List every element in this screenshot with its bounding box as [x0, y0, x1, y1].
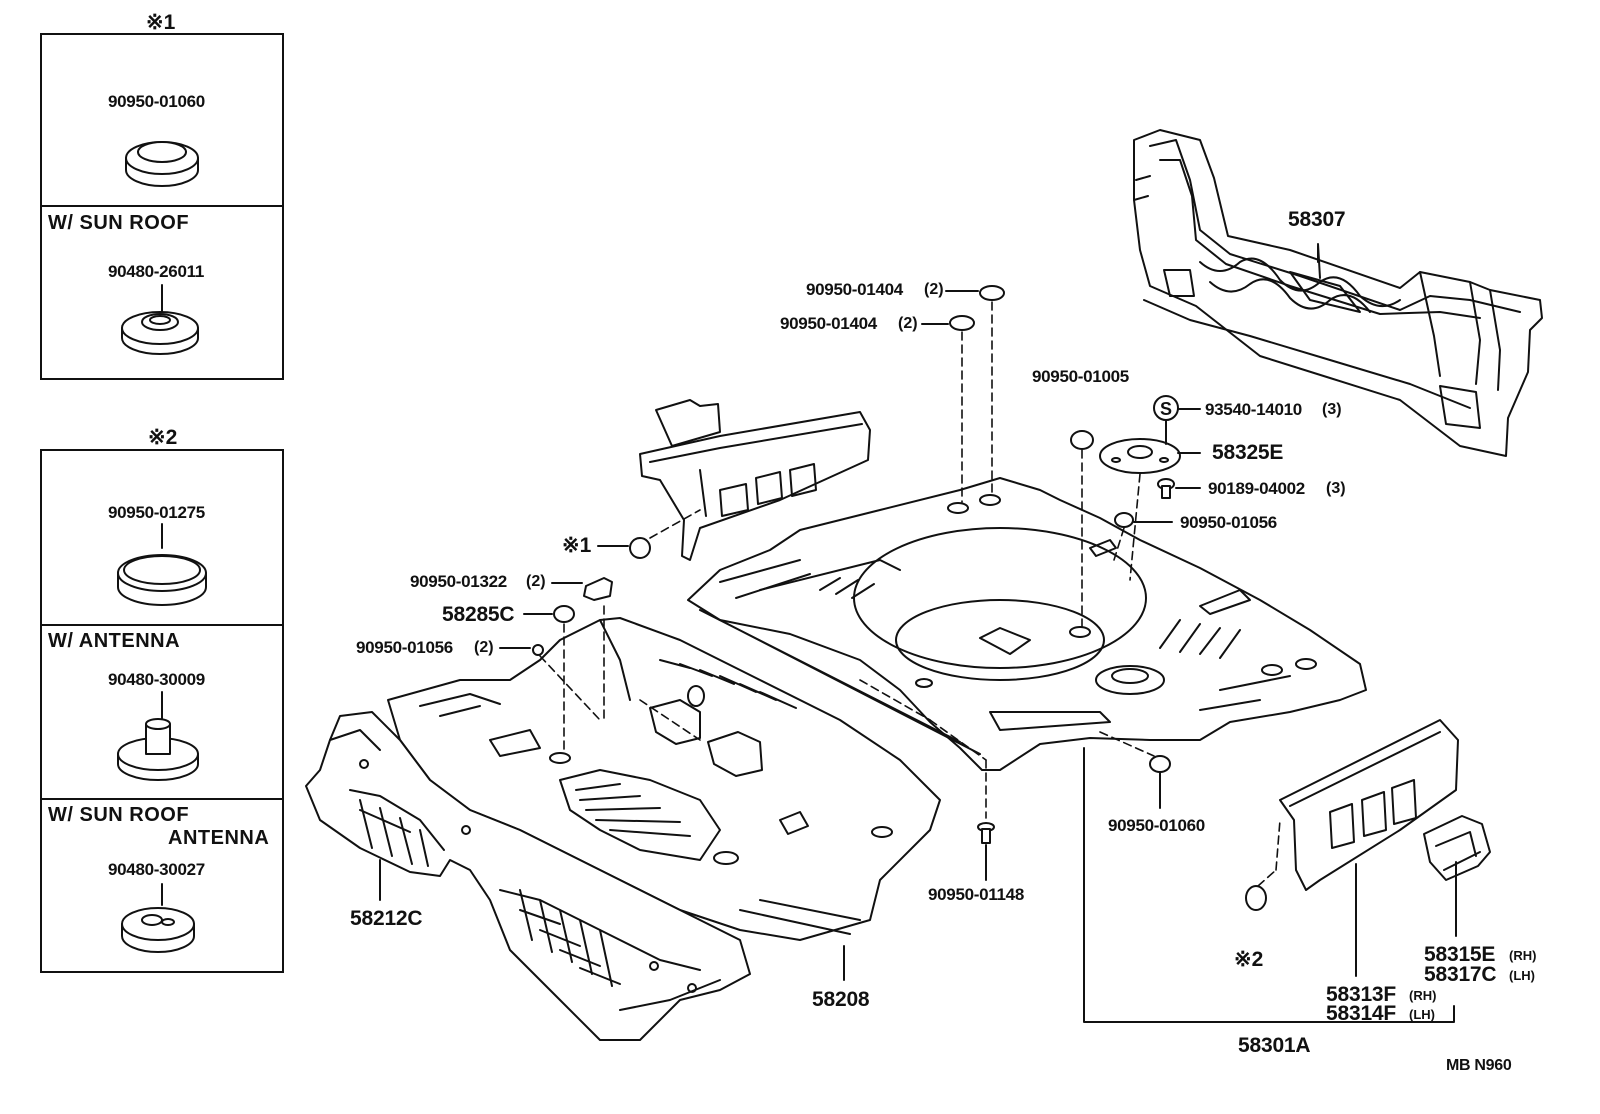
rear-floor-pan-58301A: [687, 477, 1367, 771]
grommet-box-1: 90950-01060 W/ SUN ROOF 90480-26011: [40, 33, 284, 380]
label-90950-01404-a-qty: (2): [924, 281, 944, 298]
label-58313F: 58313F: [1326, 983, 1397, 1006]
grommet-90950-01404-a-icon: [979, 285, 1005, 301]
label-93540-14010-qty: (3): [1322, 401, 1342, 418]
label-58313F-side: (RH): [1409, 988, 1437, 1003]
grommet-90480-30009-icon: [117, 691, 199, 781]
label-mark1: ※1: [562, 534, 592, 557]
label-90950-01060: 90950-01060: [1108, 816, 1205, 835]
label-90950-01322: 90950-01322: [410, 572, 507, 591]
label-58317C-side: (LH): [1509, 968, 1535, 983]
label-58314F-side: (LH): [1409, 1007, 1435, 1022]
box2-divider-2: [42, 798, 282, 800]
box2-section-sunroof: W/ SUN ROOF: [48, 804, 190, 826]
label-58208: 58208: [812, 988, 870, 1011]
rear-floor-side-member-58212C: [305, 711, 751, 1041]
box2-part-b: 90480-30009: [108, 670, 205, 689]
gusset-58315E: [1423, 815, 1491, 881]
label-90950-01404-b-qty: (2): [898, 315, 918, 332]
label-mark2: ※2: [1234, 948, 1264, 971]
plug-90950-01005-icon: [1070, 430, 1094, 450]
plug-58285C-icon: [553, 605, 575, 623]
label-90950-01056-a: 90950-01056: [1180, 513, 1277, 532]
label-90950-01404-a: 90950-01404: [806, 280, 903, 299]
label-93540-14010: 93540-14010: [1205, 400, 1302, 419]
box1-mark: ※1: [146, 11, 176, 34]
footer-code: MB N960: [1446, 1057, 1512, 1074]
label-58315E-side: (RH): [1509, 948, 1537, 963]
grommet-90950-01322-icon: [583, 577, 613, 601]
label-90950-01148: 90950-01148: [928, 885, 1024, 904]
plug-90950-01060-icon: [1149, 755, 1171, 773]
center-floor-pan-58208: [387, 617, 941, 941]
label-90950-01322-qty: (2): [526, 573, 546, 590]
label-90950-01056-b-qty: (2): [474, 639, 494, 656]
box2-section-sunroof-antenna: ANTENNA: [168, 827, 270, 849]
s-symbol-glyph: S: [1160, 399, 1172, 419]
label-58307: 58307: [1288, 208, 1346, 231]
label-58314F: 58314F: [1326, 1002, 1397, 1025]
label-58285C: 58285C: [442, 603, 515, 626]
box2-part-a: 90950-01275: [108, 503, 205, 522]
grommet-90950-01056-a-icon: [1114, 512, 1134, 528]
box2-divider-1: [42, 624, 282, 626]
grommet-90950-01404-b-icon: [949, 315, 975, 331]
grommet-90950-01275-icon: [117, 523, 207, 606]
label-90950-01404-b: 90950-01404: [780, 314, 877, 333]
label-58315E: 58315E: [1424, 943, 1496, 966]
grommet-90480-26011-icon: [121, 284, 199, 355]
box1-divider: [42, 205, 282, 207]
box2-mark: ※2: [148, 426, 178, 449]
grommet-90950-01060-icon: [125, 141, 199, 187]
lower-back-panel-58307: [1133, 129, 1543, 457]
label-58212C: 58212C: [350, 907, 423, 930]
label-58317C: 58317C: [1424, 963, 1497, 986]
label-90950-01005: 90950-01005: [1032, 367, 1129, 386]
box1-part-b: 90480-26011: [108, 262, 204, 281]
grommet-90480-30027-icon: [121, 883, 195, 953]
label-58301A: 58301A: [1238, 1034, 1311, 1057]
box1-section-sunroof: W/ SUN ROOF: [48, 212, 190, 234]
box2-section-antenna: W/ ANTENNA: [48, 630, 181, 652]
label-90950-01056-b: 90950-01056: [356, 638, 453, 657]
spring-seat-58325E-icon: [1099, 438, 1181, 474]
rear-panel-58313F: [1279, 719, 1459, 891]
label-58325E: 58325E: [1212, 441, 1284, 464]
label-90189-04002-qty: (3): [1326, 480, 1346, 497]
grommet-90950-01056-b-icon: [532, 644, 544, 656]
plug-mark2-icon: [1245, 885, 1267, 911]
box2-part-c: 90480-30027: [108, 860, 205, 879]
rear-panel-upper-left: [639, 399, 871, 561]
bolt-90189-04002-icon: [1157, 478, 1175, 499]
label-90189-04002: 90189-04002: [1208, 479, 1305, 498]
plug-mark1-icon: [629, 537, 651, 559]
box1-part-a: 90950-01060: [108, 92, 205, 111]
clip-90950-01148-icon: [977, 822, 995, 844]
